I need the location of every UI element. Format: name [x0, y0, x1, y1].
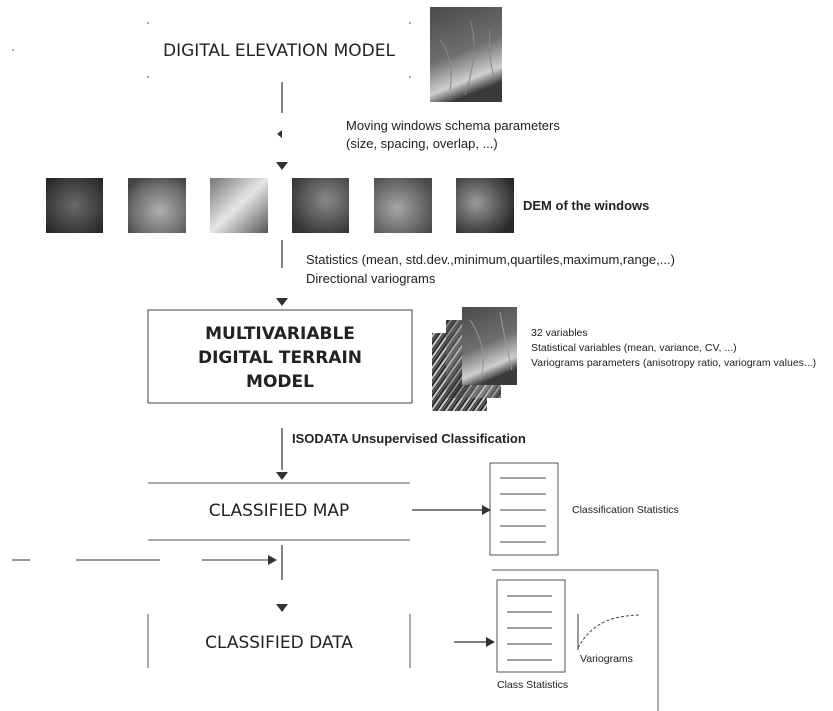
node-dem: DIGITAL ELEVATION MODEL [148, 36, 410, 66]
terrain-tile-6 [456, 178, 514, 233]
node-mdtm: MULTIVARIABLE DIGITAL TERRAIN MODEL [148, 324, 412, 392]
terrain-tile-3 [210, 178, 268, 233]
node-classified-map: CLASSIFIED MAP [148, 496, 410, 526]
node-classified-data: CLASSIFIED DATA [148, 628, 410, 658]
dem-title: DIGITAL ELEVATION MODEL [163, 41, 395, 61]
classification-statistics-label: Classification Statistics [572, 504, 679, 516]
class-statistics-label: Class Statistics [497, 679, 569, 691]
terrain-tile-5 [374, 178, 432, 233]
terrain-tile-4 [292, 178, 349, 233]
classified-map-title: CLASSIFIED MAP [208, 501, 350, 521]
isodata-label: ISODATA Unsupervised Classification [292, 431, 526, 446]
statistics-label: Statistics (mean, std.dev.,minimum,quart… [306, 252, 675, 286]
terrain-tile-1 [46, 178, 103, 233]
moving-windows-label: Moving windows schema parameters (size, … [346, 118, 560, 151]
terrain-tile-2 [128, 178, 186, 233]
variables-list: 32 variables Statistical variables (mean… [531, 327, 817, 369]
variograms-label: Variograms [580, 653, 633, 665]
dem-windows-label: DEM of the windows [523, 198, 650, 213]
classified-data-title: CLASSIFIED DATA [205, 633, 353, 653]
mdtm-title: MULTIVARIABLE DIGITAL TERRAIN MODEL [198, 324, 362, 392]
